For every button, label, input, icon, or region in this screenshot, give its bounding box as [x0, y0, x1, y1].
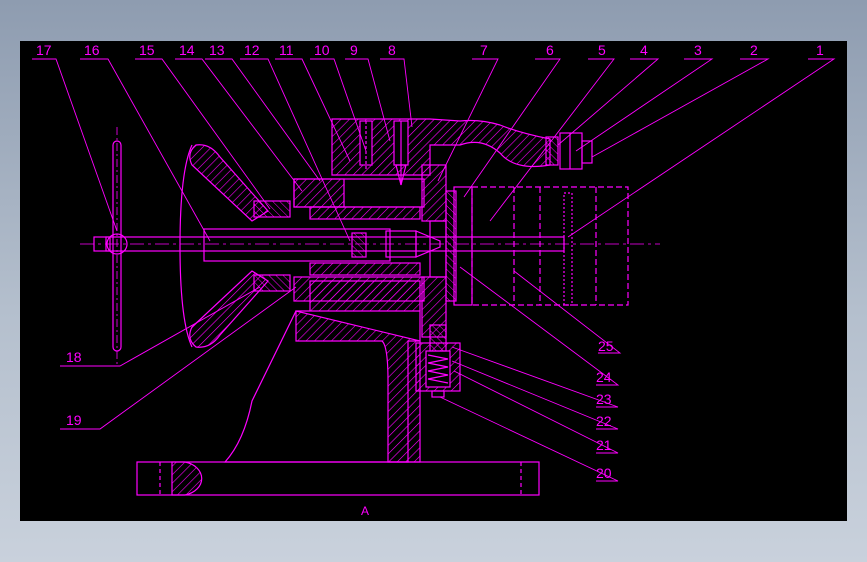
part-label-7: 7	[480, 42, 488, 58]
base-bolt-section	[171, 461, 203, 496]
part-label-6: 6	[546, 42, 554, 58]
part-label-9: 9	[350, 42, 358, 58]
part-label-5: 5	[598, 42, 606, 58]
part-label-4: 4	[640, 42, 648, 58]
assembly-drawing: 17 16 15 14 13 12 11 10 9 8 7 6 5 4 3 2 …	[32, 42, 836, 518]
leader-lines	[32, 58, 836, 482]
part-label-13: 13	[209, 42, 225, 58]
part-label-18: 18	[66, 349, 82, 365]
part-label-21: 21	[596, 437, 612, 453]
part-label-2: 2	[750, 42, 758, 58]
part-label-15: 15	[139, 42, 155, 58]
cad-viewport[interactable]: 17 16 15 14 13 12 11 10 9 8 7 6 5 4 3 2 …	[20, 41, 847, 521]
part-label-23: 23	[596, 391, 612, 407]
part-label-12: 12	[244, 42, 260, 58]
view-label: A	[361, 504, 369, 518]
face-plate	[453, 186, 473, 306]
part-label-22: 22	[596, 413, 612, 429]
part-label-19: 19	[66, 412, 82, 428]
part-label-11: 11	[279, 42, 294, 58]
part-label-25: 25	[598, 338, 614, 354]
part-label-16: 16	[84, 42, 100, 58]
part-label-8: 8	[388, 42, 396, 58]
part-label-14: 14	[179, 42, 195, 58]
part-label-1: 1	[816, 42, 824, 58]
part-label-10: 10	[314, 42, 330, 58]
clamp-nut	[545, 136, 559, 166]
part-label-20: 20	[596, 465, 612, 481]
part-label-24: 24	[596, 369, 612, 385]
workpiece-outline	[471, 186, 629, 306]
part-label-17: 17	[36, 42, 52, 58]
part-label-3: 3	[694, 42, 702, 58]
